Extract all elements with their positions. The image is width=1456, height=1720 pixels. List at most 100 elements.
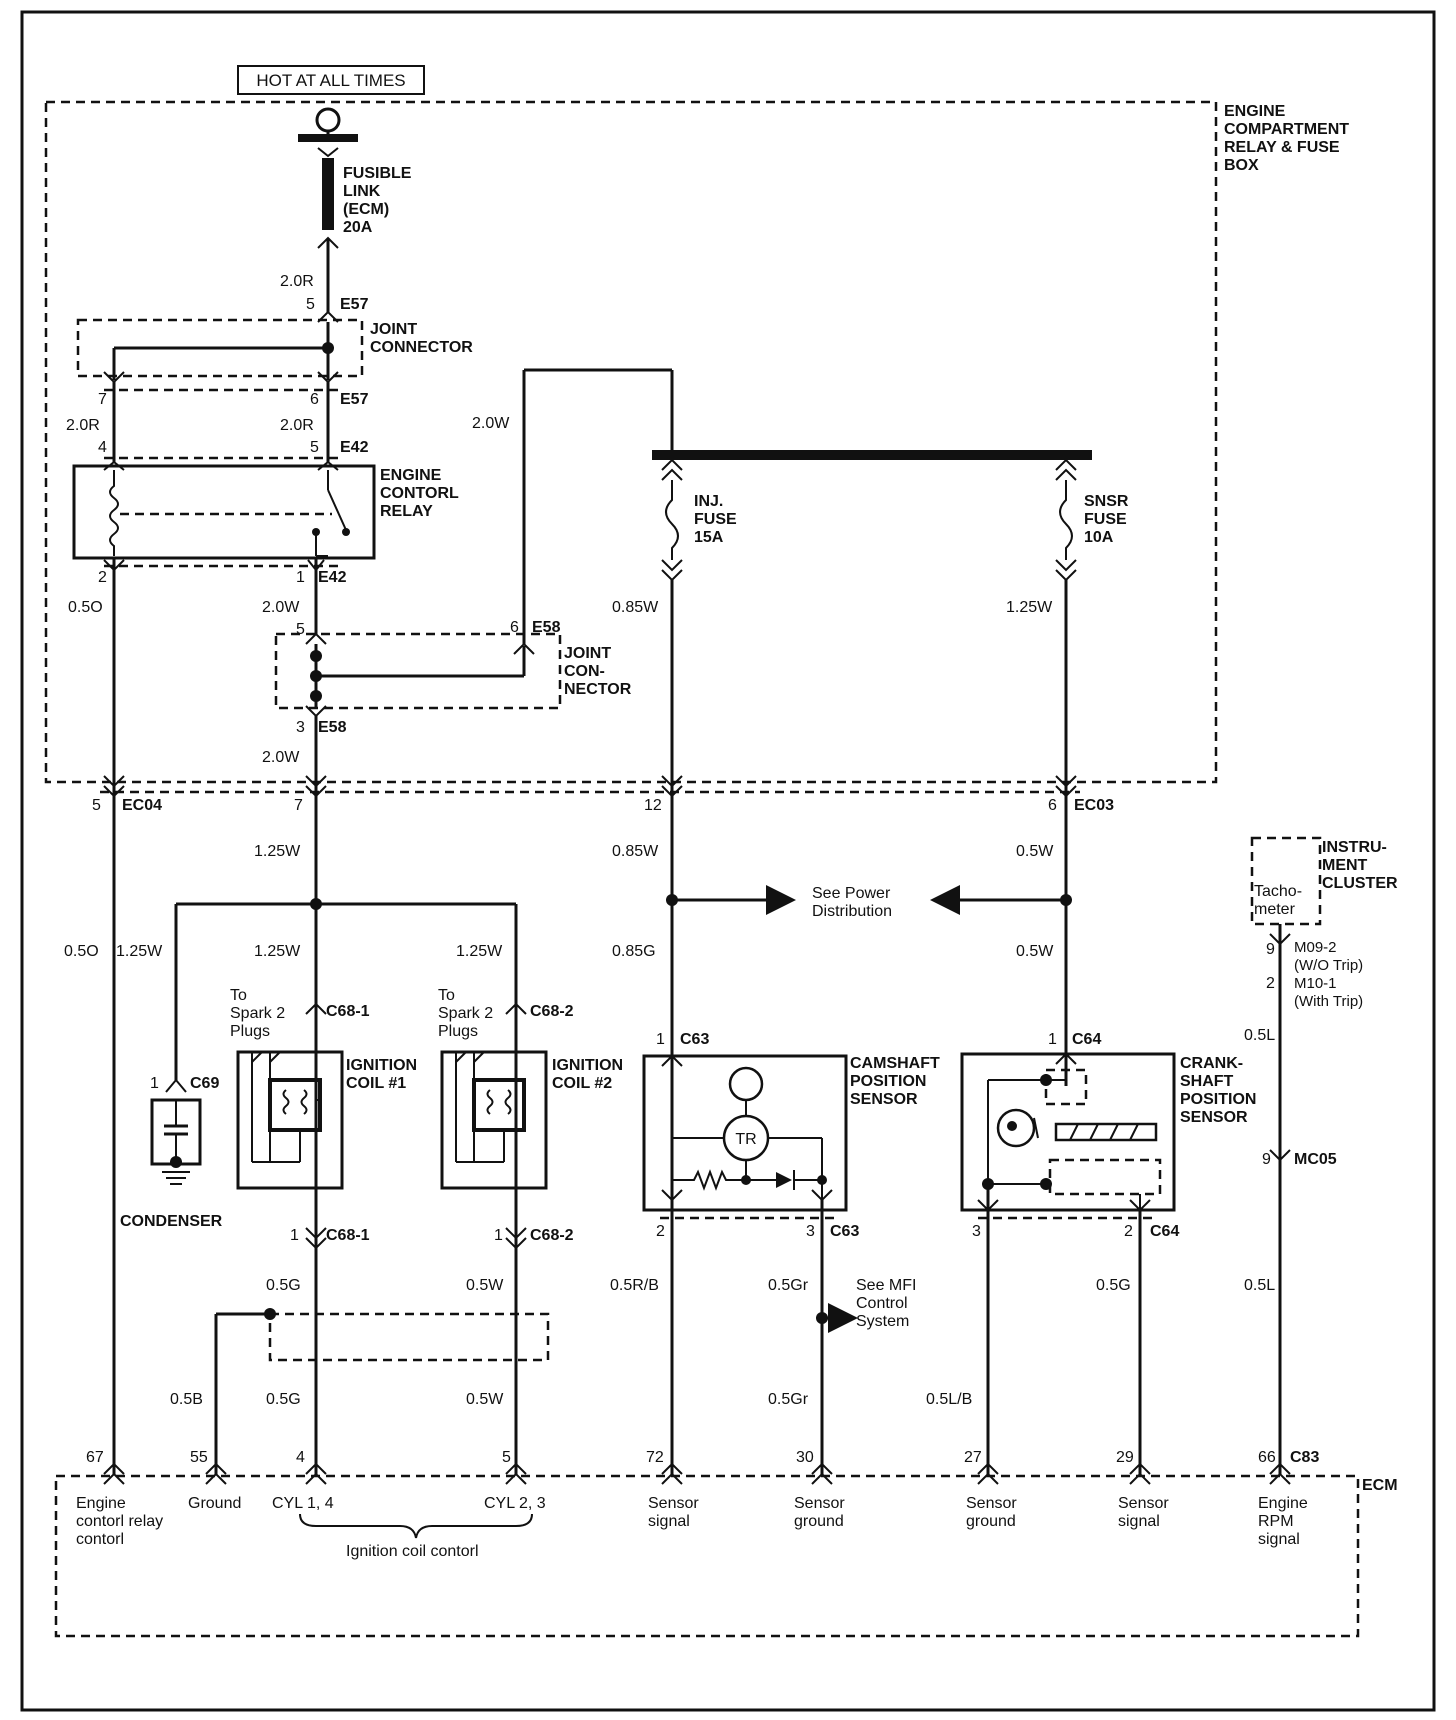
svg-text:Engine: Engine bbox=[1258, 1495, 1308, 1512]
pin-label: 1 bbox=[296, 569, 305, 586]
tachometer-label: Tacho- meter bbox=[1254, 883, 1302, 918]
svg-text:Sensor: Sensor bbox=[966, 1495, 1017, 1512]
connector-e42: E42 bbox=[340, 439, 369, 456]
camshaft-sensor-box bbox=[642, 1054, 848, 1212]
pin-label: 3 bbox=[296, 719, 305, 736]
engine-relay-label: ENGINE CONTORL RELAY bbox=[380, 467, 459, 520]
svg-text:15A: 15A bbox=[694, 529, 724, 546]
pin-label: 5 bbox=[310, 439, 319, 456]
svg-text:INSTRU-: INSTRU- bbox=[1322, 839, 1387, 856]
connector-ec04: EC04 bbox=[122, 797, 162, 814]
svg-text:CRANK-: CRANK- bbox=[1180, 1055, 1243, 1072]
connector-e57-lower: E57 bbox=[340, 391, 369, 408]
connector-c68-2: C68-2 bbox=[530, 1003, 574, 1020]
svg-text:Distribution: Distribution bbox=[812, 903, 892, 920]
pin-label: 7 bbox=[98, 391, 107, 408]
wire-label: 0.5O bbox=[64, 943, 99, 960]
pin-label: 1 bbox=[290, 1227, 299, 1244]
condenser-label: CONDENSER bbox=[120, 1213, 223, 1230]
svg-text:contorl: contorl bbox=[76, 1531, 124, 1548]
joint-connector-mid bbox=[274, 632, 562, 710]
svg-text:ENGINE: ENGINE bbox=[380, 467, 442, 484]
wire-label: 0.5W bbox=[1016, 843, 1054, 860]
svg-text:Sensor: Sensor bbox=[648, 1495, 699, 1512]
pin-label: 5 bbox=[296, 621, 305, 638]
pin-label: 6 bbox=[510, 619, 519, 636]
ecm-terminal-27: Sensor ground bbox=[966, 1495, 1017, 1530]
ecm-terminal-55: Ground bbox=[188, 1495, 241, 1512]
magnet-icon bbox=[996, 1108, 1036, 1148]
connector-e57: E57 bbox=[340, 296, 369, 313]
svg-text:Tacho-: Tacho- bbox=[1254, 883, 1302, 900]
svg-text:MENT: MENT bbox=[1322, 857, 1368, 874]
svg-text:signal: signal bbox=[1118, 1513, 1160, 1530]
relay-coil-icon bbox=[109, 470, 119, 556]
page-border bbox=[20, 10, 1436, 1712]
crankshaft-sensor-box bbox=[960, 1052, 1176, 1212]
pin-label: 9 bbox=[1266, 941, 1275, 958]
svg-text:Sensor: Sensor bbox=[794, 1495, 845, 1512]
pin-label: 30 bbox=[796, 1449, 814, 1466]
svg-text:See MFI: See MFI bbox=[856, 1277, 916, 1294]
svg-text:SHAFT: SHAFT bbox=[1180, 1073, 1234, 1090]
pin-label: 5 bbox=[502, 1449, 511, 1466]
ecm-terminal-66: Engine RPM signal bbox=[1258, 1495, 1308, 1548]
pin-label: 3 bbox=[806, 1223, 815, 1240]
wire-label: 0.5B bbox=[170, 1391, 203, 1408]
ecm-terminal-72: Sensor signal bbox=[648, 1495, 699, 1530]
joint-connector-mid-label: JOINT CON- NECTOR bbox=[564, 645, 632, 698]
connector-c64: C64 bbox=[1072, 1031, 1101, 1048]
ignition-coil-2-box bbox=[440, 1050, 548, 1190]
ecm-ignition-group-label: Ignition coil contorl bbox=[346, 1543, 479, 1560]
svg-text:Plugs: Plugs bbox=[438, 1023, 478, 1040]
svg-text:System: System bbox=[856, 1313, 909, 1330]
connector-c63: C63 bbox=[680, 1031, 709, 1048]
engine-compartment-label: ENGINE COMPARTMENT RELAY & FUSE BOX bbox=[1224, 103, 1349, 174]
connector-e58-lower: E58 bbox=[318, 719, 347, 736]
wire-label: 0.5L bbox=[1244, 1027, 1275, 1044]
wire-label: 0.85G bbox=[612, 943, 656, 960]
spark-plugs-1-label: To Spark 2 Plugs bbox=[230, 987, 285, 1040]
svg-text:ground: ground bbox=[966, 1513, 1016, 1530]
pin-label: 6 bbox=[310, 391, 319, 408]
connector-c68-2-lower: C68-2 bbox=[530, 1227, 574, 1244]
ecm-terminal-67: Engine contorl relay contorl bbox=[76, 1495, 163, 1548]
pin-label: 4 bbox=[98, 439, 107, 456]
power-bus bbox=[298, 134, 358, 142]
pin-label: 2 bbox=[1124, 1223, 1133, 1240]
svg-text:To: To bbox=[230, 987, 247, 1004]
wire-label: 2.0R bbox=[280, 417, 314, 434]
svg-text:M09-2: M09-2 bbox=[1294, 939, 1337, 956]
inj-fuse-icon bbox=[665, 480, 679, 560]
svg-text:COIL #2: COIL #2 bbox=[552, 1075, 612, 1092]
inj-fuse-label: INJ. FUSE 15A bbox=[694, 493, 737, 546]
hall-element-icon bbox=[728, 1066, 764, 1102]
wire-label: 2.0W bbox=[262, 749, 300, 766]
pin-label: 2 bbox=[656, 1223, 665, 1240]
diode-icon bbox=[776, 1172, 792, 1188]
connector-e42-lower: E42 bbox=[318, 569, 347, 586]
wire-label: 1.25W bbox=[456, 943, 503, 960]
svg-text:RELAY & FUSE: RELAY & FUSE bbox=[1224, 139, 1340, 156]
connector-e58: E58 bbox=[532, 619, 561, 636]
engine-relay-box bbox=[72, 464, 376, 560]
wire-label: 1.25W bbox=[1006, 599, 1053, 616]
pin-label: 6 bbox=[1048, 797, 1057, 814]
instrument-cluster-box bbox=[1250, 836, 1322, 926]
hot-label: HOT AT ALL TIMES bbox=[256, 71, 405, 90]
ignition-coil-2-label: IGNITION COIL #2 bbox=[552, 1057, 623, 1092]
wire-label: 0.5G bbox=[266, 1391, 301, 1408]
svg-text:ENGINE: ENGINE bbox=[1224, 103, 1286, 120]
wire-label: 2.0W bbox=[262, 599, 300, 616]
pin-label: 2 bbox=[1266, 975, 1275, 992]
svg-text:meter: meter bbox=[1254, 901, 1296, 918]
pin-label: 1 bbox=[494, 1227, 503, 1244]
svg-text:(With Trip): (With Trip) bbox=[1294, 993, 1363, 1010]
wire-label: 2.0R bbox=[280, 273, 314, 290]
fuse-bus-bar bbox=[652, 450, 1092, 460]
svg-text:See Power: See Power bbox=[812, 885, 891, 902]
wire-label: 1.25W bbox=[116, 943, 163, 960]
svg-text:Engine: Engine bbox=[76, 1495, 126, 1512]
